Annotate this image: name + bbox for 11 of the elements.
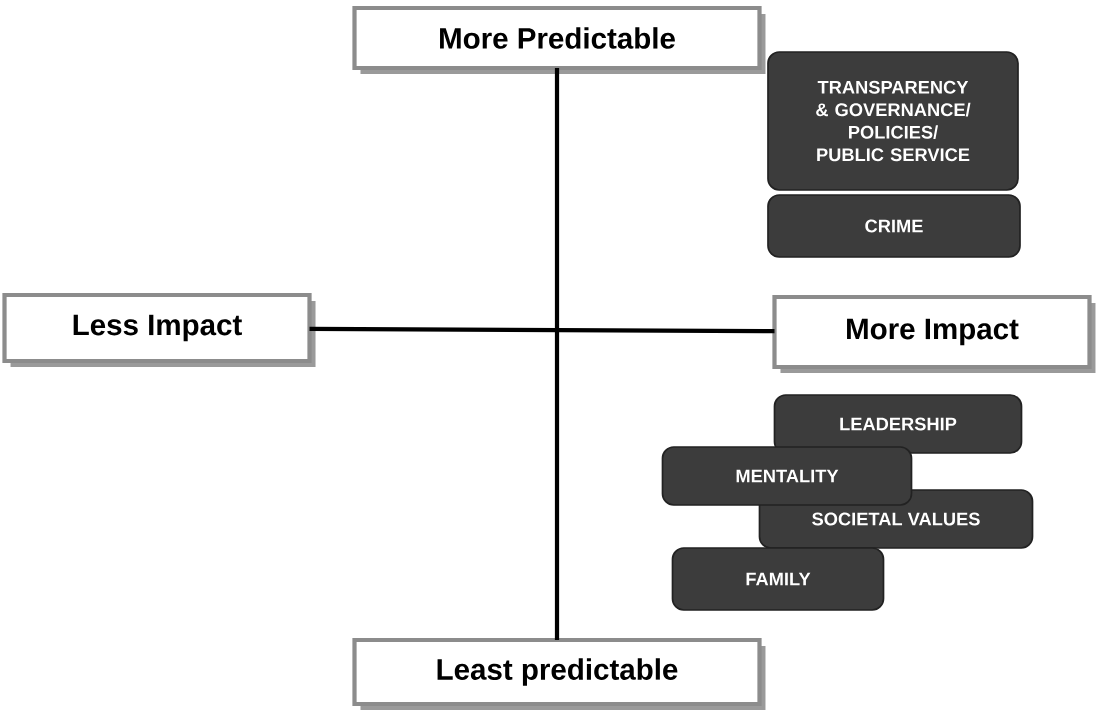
- axis-label-box: More Predictable: [352, 5, 766, 74]
- factor-box: FAMILY: [671, 547, 885, 611]
- factor-box: MENTALITY: [661, 446, 913, 506]
- factor-box: TRANSPARENCY & GOVERNANCE/ POLICIES/ PUBLIC SERVICE: [767, 51, 1019, 191]
- factor-box: CRIME: [767, 194, 1021, 258]
- axis-label-box: Less Impact: [2, 292, 316, 367]
- factor-box: LEADERSHIP: [773, 394, 1023, 454]
- axis-line: [554, 68, 560, 640]
- axis-line: [309, 326, 775, 334]
- axis-label-box: More Impact: [772, 294, 1096, 373]
- axis-label-box: Least predictable: [352, 637, 766, 710]
